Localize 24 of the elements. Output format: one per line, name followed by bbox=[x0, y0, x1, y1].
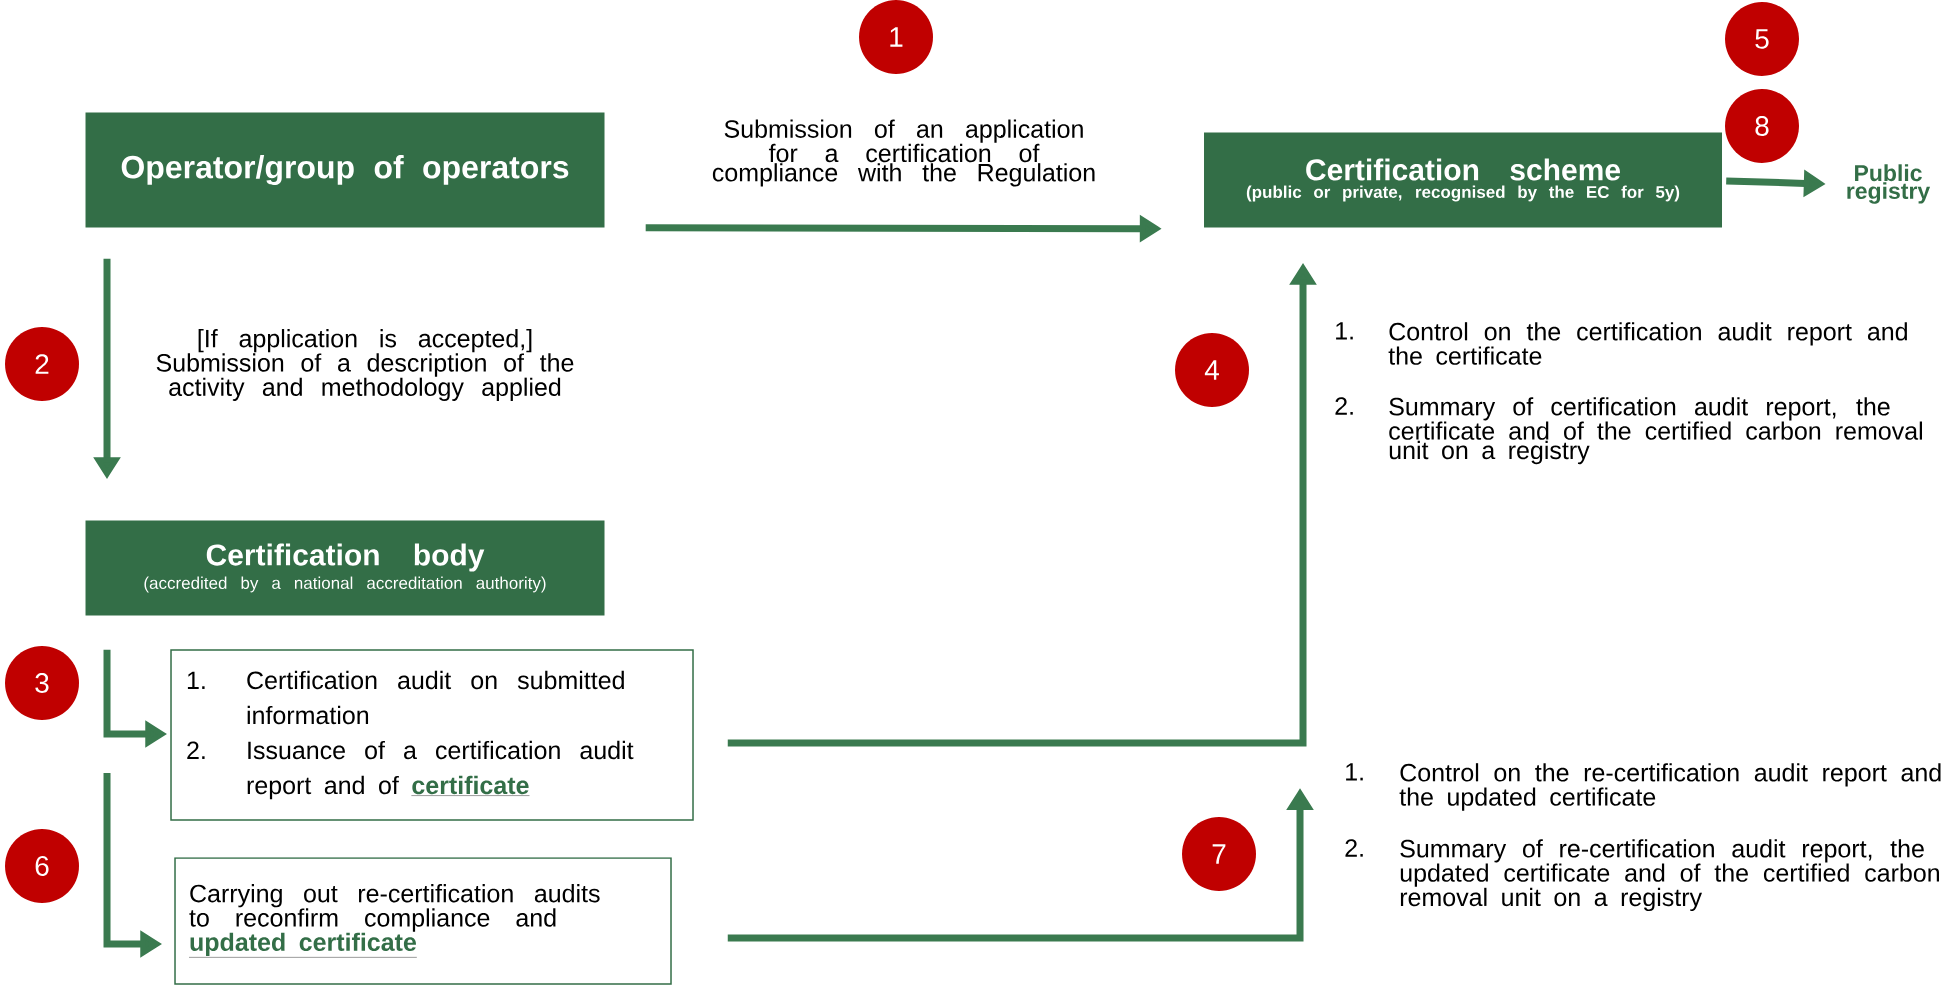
process-box: 1. Certification audit on submitted information 2. Issuance of a certification audit report and of certificate bbox=[170, 649, 694, 821]
callout-number: 8 bbox=[1725, 89, 1799, 163]
callout-number: 1 bbox=[859, 0, 933, 74]
process-box: Certification scheme (public or private, recognised by the EC for 5y) bbox=[1204, 132, 1722, 228]
link-text: Public registry bbox=[1847, 164, 1931, 204]
edge-label: [If application is accepted,] Submission of a description of the activity and methodology applied bbox=[156, 329, 574, 401]
list-text: Summary of re-certification audit report, the updated certificate and of the certified carbon removal unit on a registry bbox=[1400, 839, 1939, 912]
callout-number: 4 bbox=[1175, 333, 1249, 407]
callout-number: 6 bbox=[5, 829, 79, 903]
callout-number: 5 bbox=[1725, 2, 1799, 76]
callout-number: 2 bbox=[5, 327, 79, 401]
callout-number: 3 bbox=[5, 646, 79, 720]
process-box: Carrying out re-certification audits to reconfirm compliance and updated certificate bbox=[174, 857, 672, 985]
list-text: Control on the certification audit report and the certificate bbox=[1388, 322, 1907, 365]
list-number: 1. bbox=[1336, 322, 1353, 340]
list-text: Control on the re-certification audit report and the updated certificate bbox=[1399, 763, 1941, 811]
edge-label: Submission of an application for a certification of compliance with the Regulation bbox=[712, 119, 1095, 187]
process-box: Certification body (accredited by a national accreditation authority) bbox=[85, 520, 605, 616]
list-text: Summary of certification audit report, the certificate and of the certified carbon removal unit on a registry bbox=[1389, 397, 1922, 465]
process-box: Operator/group of operators bbox=[85, 112, 605, 228]
list-number: 2. bbox=[1335, 397, 1353, 415]
callout-number: 7 bbox=[1182, 817, 1256, 891]
list-number: 1. bbox=[1346, 763, 1363, 781]
list-number: 2. bbox=[1345, 839, 1363, 857]
